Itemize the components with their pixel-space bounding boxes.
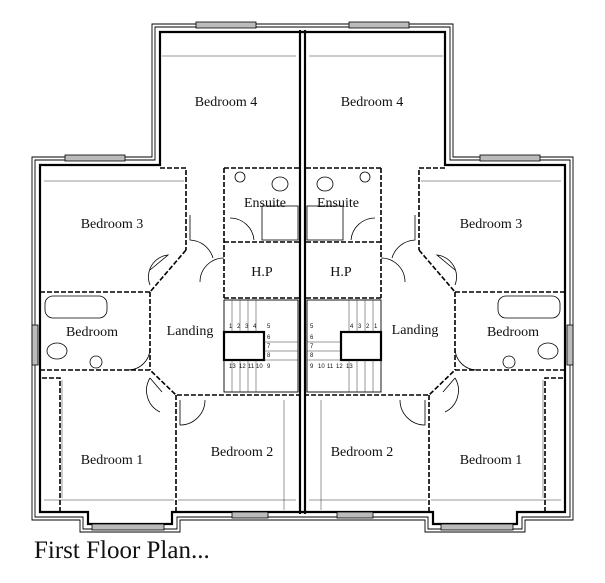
left-landing-label: Landing [167, 324, 214, 339]
stair-number: 2 [237, 324, 241, 330]
left-hp-label: H.P [251, 265, 273, 280]
stair-number: 5 [267, 324, 271, 330]
right-bedroom3-label: Bedroom 3 [460, 217, 523, 232]
right-bedroom2-label: Bedroom 2 [331, 445, 394, 460]
stair-number: 7 [267, 344, 271, 350]
stair-number: 12 [239, 364, 246, 370]
stair-number: 5 [310, 324, 314, 330]
stair-number: 12 [336, 364, 343, 370]
stair-number: 11 [248, 364, 255, 370]
right-stair-numbers: 1 2 3 4 5 6 7 8 9 10 11 12 13 [310, 324, 378, 370]
left-bedroom1-label: Bedroom 1 [81, 453, 144, 468]
stair-number: 9 [310, 364, 314, 370]
right-landing-label: Landing [392, 323, 439, 338]
right-hp-label: H.P [330, 265, 352, 280]
stair-number: 6 [310, 335, 314, 341]
stair-number: 10 [256, 364, 263, 370]
left-stair-numbers: 1 2 3 4 5 6 7 8 9 10 11 12 13 [229, 324, 271, 370]
stair-number: 3 [358, 324, 362, 330]
stair-number: 8 [267, 353, 271, 359]
stair-number: 13 [346, 364, 353, 370]
stair-number: 10 [318, 364, 325, 370]
plan-title: First Floor Plan... [34, 537, 210, 564]
stair-number: 7 [310, 344, 314, 350]
stair-number: 11 [327, 364, 334, 370]
right-bedroom4-label: Bedroom 4 [341, 95, 404, 110]
left-bedroom4-label: Bedroom 4 [195, 95, 258, 110]
right-bathroom-label: Bedroom [487, 325, 539, 340]
stair-number: 1 [229, 324, 233, 330]
left-bathroom-label: Bedroom [66, 325, 118, 340]
left-bedroom2-label: Bedroom 2 [211, 445, 274, 460]
stair-number: 8 [310, 353, 314, 359]
stair-number: 4 [253, 324, 257, 330]
stair-number: 9 [267, 364, 271, 370]
stair-number: 6 [267, 335, 271, 341]
right-bedroom1-label: Bedroom 1 [460, 453, 523, 468]
left-bedroom3-label: Bedroom 3 [81, 217, 144, 232]
stair-number: 1 [374, 324, 378, 330]
stair-number: 13 [229, 364, 236, 370]
left-ensuite-label: Ensuite [244, 196, 286, 211]
stair-number: 3 [245, 324, 249, 330]
right-ensuite-label: Ensuite [317, 196, 359, 211]
stair-number: 4 [350, 324, 354, 330]
stair-number: 2 [366, 324, 370, 330]
